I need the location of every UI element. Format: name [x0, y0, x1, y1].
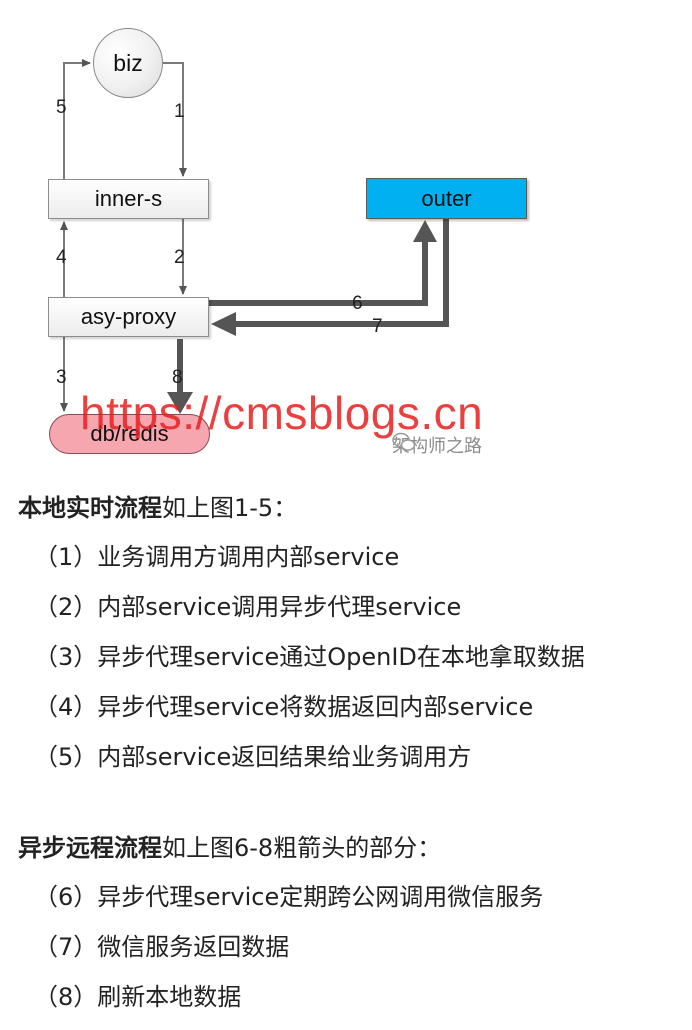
- wechat-icon: [392, 432, 416, 451]
- section-async-title-bold: 异步远程流程: [18, 834, 162, 862]
- edge-6-arrowhead: [413, 220, 437, 242]
- node-db-redis: db/redis: [49, 414, 210, 454]
- section-spacer: [18, 782, 688, 824]
- async-step-6: （6）异步代理service定期跨公网调用微信服务: [34, 883, 544, 911]
- edge-label-1: 1: [174, 101, 185, 122]
- local-step-3: （3）异步代理service通过OpenID在本地拿取数据: [34, 643, 585, 671]
- node-biz-label: biz: [113, 49, 143, 76]
- edge-1: [163, 62, 187, 177]
- edge-label-4: 4: [56, 247, 67, 268]
- async-step-7: （7）微信服务返回数据: [34, 933, 290, 961]
- local-step-5: （5）内部service返回结果给业务调用方: [34, 743, 472, 771]
- local-step-1: （1）业务调用方调用内部service: [34, 543, 400, 571]
- local-step-2: （2）内部service调用异步代理service: [34, 593, 462, 621]
- edge-label-6: 6: [352, 293, 363, 314]
- node-outer-label: outer: [421, 185, 472, 211]
- edge-7: [232, 219, 449, 327]
- brand-name: 架构师之路: [392, 436, 482, 457]
- node-db-redis-label: db/redis: [90, 421, 169, 446]
- article-body: 本地实时流程如上图1-5： （1）业务调用方调用内部service （2）内部s…: [18, 484, 688, 1022]
- node-asy-proxy-label: asy-proxy: [80, 304, 177, 329]
- local-step-4: （4）异步代理service将数据返回内部service: [34, 693, 534, 721]
- node-inner-s-label: inner-s: [94, 186, 163, 211]
- async-step-8: （8）刷新本地数据: [34, 983, 242, 1011]
- edge-7-arrowhead: [211, 312, 236, 336]
- edge-label-5: 5: [56, 97, 67, 118]
- watermark-url: https://cmsblogs.cn: [80, 387, 484, 439]
- edge-label-2: 2: [174, 247, 185, 268]
- node-asy-proxy: asy-proxy: [48, 297, 209, 337]
- architecture-diagram: biz inner-s asy-proxy outer db/redis 1 2…: [0, 0, 692, 470]
- node-biz: biz: [93, 28, 163, 98]
- edge-8-arrowhead: [167, 392, 193, 414]
- brand-mark: 架构师之路: [392, 432, 482, 458]
- edge-label-3: 3: [56, 367, 67, 388]
- section-local-title-bold: 本地实时流程: [18, 494, 162, 522]
- section-local-heading: 本地实时流程如上图1-5：: [18, 484, 688, 532]
- edge-label-8: 8: [172, 367, 183, 388]
- diagram-edges: [60, 59, 449, 414]
- section-async-title-rest: 如上图6-8粗箭头的部分：: [162, 834, 442, 862]
- edge-6: [209, 238, 428, 306]
- section-async-heading: 异步远程流程如上图6-8粗箭头的部分：: [18, 824, 688, 872]
- edge-label-7: 7: [372, 316, 383, 337]
- node-inner-s: inner-s: [48, 179, 209, 219]
- edge-5: [63, 59, 91, 179]
- section-local-title-rest: 如上图1-5：: [162, 494, 298, 522]
- node-outer: outer: [366, 178, 527, 219]
